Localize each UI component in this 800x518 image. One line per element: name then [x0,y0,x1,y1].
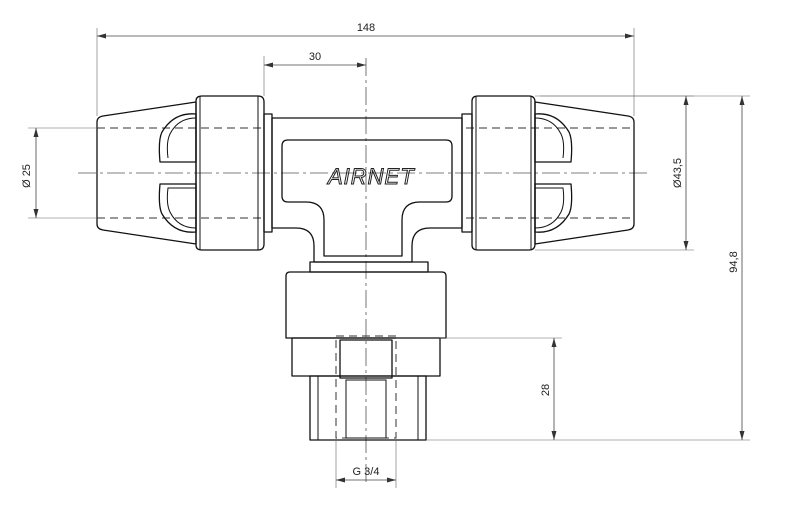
svg-text:148: 148 [357,22,375,34]
dim-overall-height: 94,8 [426,95,750,441]
right-coupling [461,95,635,251]
dim-half-offset: 30 [263,51,366,96]
tee-body: AIRNET [271,117,463,263]
left-coupling [96,95,273,251]
svg-text:Ø43,5: Ø43,5 [672,158,684,188]
dim-thread-length: 28 [396,337,562,440]
svg-text:G 3/4: G 3/4 [353,466,380,478]
svg-text:Ø 25: Ø 25 [21,164,33,188]
dim-pipe-diameter: Ø 25 [21,127,97,219]
svg-text:30: 30 [309,51,321,63]
threaded-stem [285,261,447,441]
dim-overall-length: 148 [96,22,635,116]
dim-thread-size: G 3/4 [335,440,397,488]
brand-logo: AIRNET [326,164,415,189]
svg-text:28: 28 [540,384,552,396]
svg-text:94,8: 94,8 [728,251,740,272]
